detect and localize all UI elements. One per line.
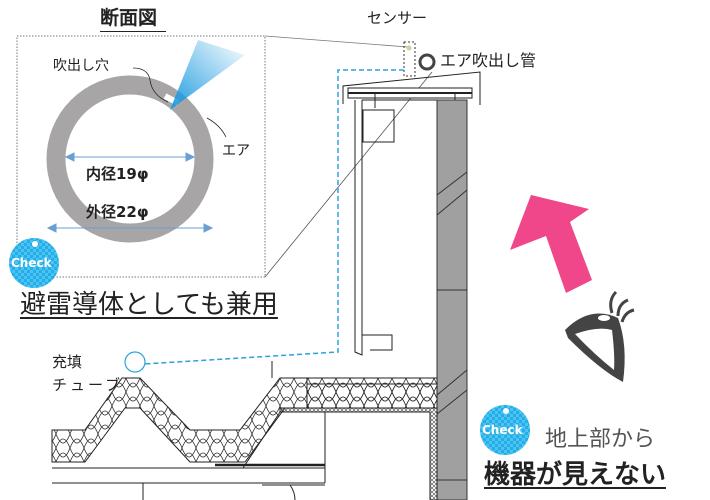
roof-insulation	[51, 361, 438, 500]
inner-diameter-arrow	[64, 152, 196, 162]
concrete-wall	[436, 99, 468, 500]
ground-view-caption: 地上部から	[545, 427, 656, 452]
check-badge-text: Check	[11, 256, 52, 270]
section-title: 断面図	[100, 7, 158, 29]
section-box	[16, 35, 266, 278]
sensor-icon	[403, 41, 416, 77]
inner-diameter-label: 内径19φ	[86, 165, 149, 183]
fill-tube-label-line1: 充填	[52, 353, 83, 371]
fill-tube-icon	[124, 351, 146, 373]
air-leader	[206, 117, 227, 138]
eye-icon	[565, 290, 635, 382]
blow-hole-label: 吹出し穴	[53, 58, 109, 74]
view-direction-arrow-icon	[510, 195, 592, 293]
fill-tube-route	[143, 69, 404, 365]
air-jet-cone	[170, 40, 245, 110]
fill-tube-label-line2: チューブ	[52, 376, 124, 394]
sensor-label: センサー	[367, 9, 428, 27]
leader-line	[264, 71, 433, 278]
air-tube-icon	[418, 53, 436, 71]
air-label: エア	[222, 143, 250, 159]
equipment-hidden-caption: 機器が見えない	[484, 460, 667, 490]
blow-hole-leader	[132, 67, 169, 103]
outer-diameter-label: 外径22φ	[86, 203, 149, 221]
leader-line	[264, 35, 409, 48]
parapet-cap	[342, 71, 481, 356]
air-tube-label: エア吹出し管	[440, 51, 537, 70]
check-badge-text: Check	[482, 423, 523, 437]
title-underline	[100, 31, 166, 32]
check-badge-icon	[480, 405, 530, 455]
lightning-conductor-caption: 避雷導体としても兼用	[20, 290, 278, 320]
outer-diameter-arrow	[46, 223, 214, 233]
check-badge-icon	[9, 238, 59, 288]
